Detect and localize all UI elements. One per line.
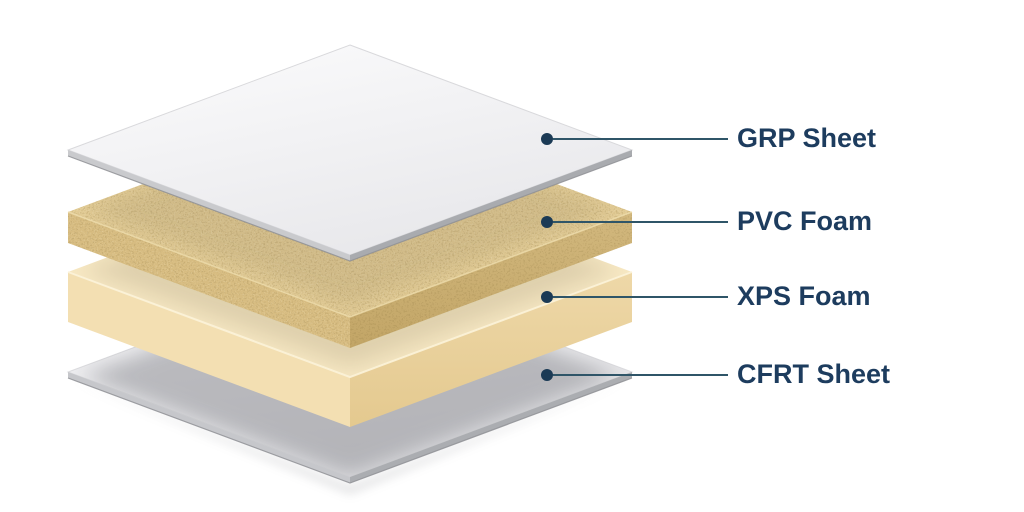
grp-sheet-right-edge-face [350, 150, 632, 261]
label-pvc-foam: PVC Foam [737, 205, 873, 236]
xps-foam-right-face [350, 272, 632, 427]
pvc-foam-right-speckle [350, 212, 632, 348]
grp-sheet-layer [66, 44, 634, 262]
pvc-foam-left-speckle-light [68, 212, 350, 348]
grp-sheet-bottom-edge-line [67, 155, 633, 262]
pvc-foam-edge-highlight [67, 211, 633, 318]
grp-sheet-left-edge-face [68, 150, 350, 261]
xps-foam-edge-highlight [67, 271, 633, 379]
label-xps-foam: XPS Foam [737, 280, 871, 311]
cfrt-sheet-right-edge-face [350, 372, 632, 483]
label-grp-sheet: GRP Sheet [737, 122, 877, 153]
xps-leader-dot [541, 291, 553, 303]
cfrt-sheet-bottom-edge-line [67, 377, 633, 484]
cfrt-leader-dot [541, 369, 553, 381]
annotations [541, 133, 728, 381]
grp-leader-dot [541, 133, 553, 145]
label-cfrt-sheet: CFRT Sheet [737, 358, 891, 389]
pvc-leader-dot [541, 216, 553, 228]
xps-foam-left-face [68, 272, 350, 427]
cfrt-sheet-left-edge-face [68, 372, 350, 483]
